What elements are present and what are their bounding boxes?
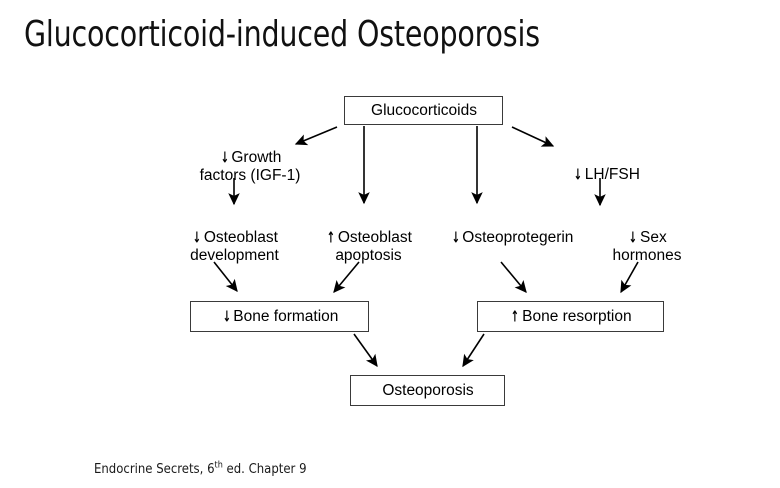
node-osteoblast-development[interactable]: ↓Osteoblast development	[163, 211, 306, 265]
node-osteoprotegerin[interactable]: ↓Osteoprotegerin	[433, 211, 590, 247]
flowchart-arrows-layer	[213, 126, 639, 368]
source-caption: Endocrine Secrets, 6th ed. Chapter 9	[94, 460, 307, 477]
node-label: Glucocorticoids	[371, 101, 477, 119]
down-arrow-icon: ↓	[192, 229, 202, 247]
down-arrow-icon: ↓	[451, 229, 460, 247]
up-arrow-icon: ↑	[326, 229, 336, 247]
node-bone-formation[interactable]: ↓Bone formation	[190, 301, 369, 332]
flowchart-figure: Glucocorticoids ↓Growth factors (IGF-1) …	[163, 96, 702, 406]
down-arrow-icon: ↓	[220, 149, 229, 167]
edge-osteoblast-apoptosis-bone-formation	[333, 261, 360, 293]
node-label: Sex hormones	[612, 229, 682, 264]
page-title: Glucocorticoid-induced Osteoporosis	[24, 14, 540, 55]
node-bone-resorption[interactable]: ↑Bone resorption	[477, 301, 664, 332]
edge-osteoprotegerin-bone-resorption	[500, 261, 527, 293]
node-label: Osteoblast apoptosis	[335, 229, 412, 264]
node-label: Osteoprotegerin	[462, 229, 574, 246]
node-label: Bone resorption	[522, 307, 632, 325]
node-label: Osteoblast development	[190, 229, 279, 264]
node-sex-hormones[interactable]: ↓Sex hormones	[592, 211, 702, 265]
node-label: Bone formation	[233, 307, 339, 325]
node-label: Growth factors (IGF-1)	[199, 149, 301, 184]
node-glucocorticoids[interactable]: Glucocorticoids	[344, 96, 503, 125]
down-arrow-icon: ↓	[628, 229, 638, 247]
node-growth-factors[interactable]: ↓Growth factors (IGF-1)	[175, 131, 325, 185]
edge-bone-resorption-osteoporosis	[462, 333, 485, 368]
node-label: Osteoporosis	[382, 381, 474, 399]
caption-suffix: ed. Chapter 9	[222, 462, 307, 477]
caption-ordinal-suffix: th	[214, 460, 223, 471]
edge-sex-hormones-bone-resorption	[620, 261, 639, 294]
node-osteoblast-apoptosis[interactable]: ↑Osteoblast apoptosis	[306, 211, 431, 265]
node-lh-fsh[interactable]: ↓LH/FSH	[550, 148, 662, 184]
edge-glucocorticoids-lh-fsh	[511, 126, 555, 147]
up-arrow-icon: ↑	[511, 307, 520, 326]
caption-prefix: Endocrine Secrets, 6	[94, 462, 215, 477]
down-arrow-icon: ↓	[222, 307, 231, 326]
node-osteoporosis[interactable]: Osteoporosis	[350, 375, 505, 406]
edge-glucocorticoids-growth-factors	[294, 126, 338, 146]
edge-bone-formation-osteoporosis	[353, 333, 378, 368]
edge-osteoblast-development-bone-formation	[213, 261, 238, 293]
node-label: LH/FSH	[584, 166, 640, 183]
down-arrow-icon: ↓	[573, 166, 583, 184]
